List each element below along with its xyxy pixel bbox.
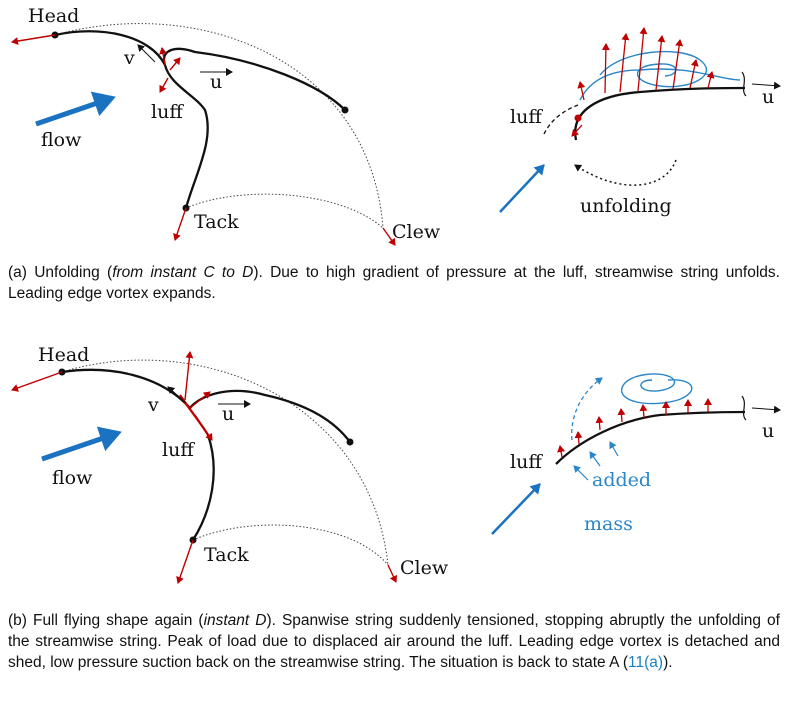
caption-a-prefix: (a) Unfolding ( [8,264,113,281]
v-label: v [123,47,135,69]
pressure-arrow-b2 [574,431,583,445]
luff-force-arrow-b2 [189,391,211,409]
string-end-cap [741,71,747,97]
caption-b-end: ). [663,654,673,671]
v-label-b: v [147,394,159,416]
panel-a-luff-detail: luff u unfolding [499,27,781,217]
sail-outline-dotted [54,23,384,229]
panel-b-luff-detail: luff u added mass [491,373,781,535]
pressure-arrow-b3 [595,416,604,431]
string-end-cap-b [741,395,747,421]
tack-label-b: Tack [204,544,249,566]
luff-force-arrow-b1 [184,351,194,401]
head-label: Head [28,5,79,27]
pressure-arrow-b5 [639,404,648,419]
streamwise-string-b [555,410,746,465]
clew-point-b [346,438,354,446]
pressure-arrow-4 [637,27,648,92]
caption-a-italic: from instant C to D [112,264,254,281]
luff-label-right-a: luff [510,106,543,128]
caption-a: (a) Unfolding (from instant C to D). Due… [8,262,780,304]
added-mass-arrow-3 [609,441,619,457]
u-arrow-right-a [751,81,781,90]
caption-b-prefix: (b) Full flying shape again ( [8,612,204,629]
caption-b-figure-ref-link[interactable]: 11(a) [628,654,664,671]
pressure-arrow-8 [706,71,715,89]
tack-label: Tack [194,211,239,233]
v-arrow [137,44,156,63]
pressure-arrow-2 [601,43,610,94]
u-label-b: u [222,403,234,425]
clew-label: Clew [392,221,441,243]
pressure-arrow-1 [577,81,586,101]
luff-string [163,64,209,209]
sail-outline-dotted-b [61,359,389,566]
caption-b-rest: ). Spanwise string suddenly tensioned, s… [8,612,780,671]
sail-string [54,30,346,111]
unfolding-arrow [574,159,677,186]
pressure-arrow-5 [655,35,666,91]
tack-force-arrow [173,207,187,241]
flow-arrow [35,91,116,127]
flow-arrow-right-a [499,164,545,213]
u-arrow-right-b [751,405,781,414]
pressure-arrow-b4 [617,408,626,423]
u-label-right-b: u [762,420,774,442]
pressure-arrow-6 [672,39,684,90]
added-mass-arrow-2 [589,451,601,467]
streamwise-string [574,86,746,141]
pressure-arrow-7 [689,59,699,89]
shedding-path-dashed [571,377,603,441]
luff-label-b: luff [162,439,195,461]
luff-force-arrow-2 [169,57,181,71]
head-force-arrow-b [11,371,63,392]
luff-label: luff [151,101,184,123]
panel-b-sail-diagram: Head Tack Clew luff flow v u [11,344,449,584]
v-arrow-b [167,386,187,404]
head-force-arrow [11,34,56,45]
luff-force-arrow-3 [159,77,169,93]
tack-force-arrow-b [176,539,194,584]
clew-point [341,106,349,114]
clew-force-arrow-b [387,564,398,583]
u-label-right-a: u [762,86,774,108]
added-mass-arrow-1 [573,465,589,481]
clew-force-arrow [382,227,396,246]
luff-point [574,114,582,122]
luff-force-arrow-b3 [194,414,213,441]
caption-a-rest: ). Due to high gradient of pressure at t… [8,264,780,302]
head-label-b: Head [38,344,89,366]
pressure-arrow-9 [571,124,583,137]
flow-arrow-b [41,426,122,462]
clew-label-b: Clew [400,557,449,579]
luff-force-arrow-1 [159,47,167,66]
panel-a-sail-diagram: Head Tack Clew luff flow v u [11,5,441,246]
added-label: added [592,469,651,491]
luff-string-b [192,434,215,541]
shed-vortex [621,373,693,405]
u-label: u [210,71,222,93]
flow-label-b: flow [52,467,93,489]
unfolding-label: unfolding [580,195,672,217]
luff-label-right-b: luff [510,451,543,473]
caption-b-italic: instant D [203,612,267,629]
luff-trail-dashed [543,104,579,135]
flow-arrow-right-b [491,483,541,535]
pressure-arrow-b1 [557,445,566,458]
pressure-arrow-3 [619,33,630,93]
caption-b: (b) Full flying shape again (instant D).… [8,610,780,673]
mass-label: mass [584,513,633,535]
flow-label: flow [41,129,82,151]
